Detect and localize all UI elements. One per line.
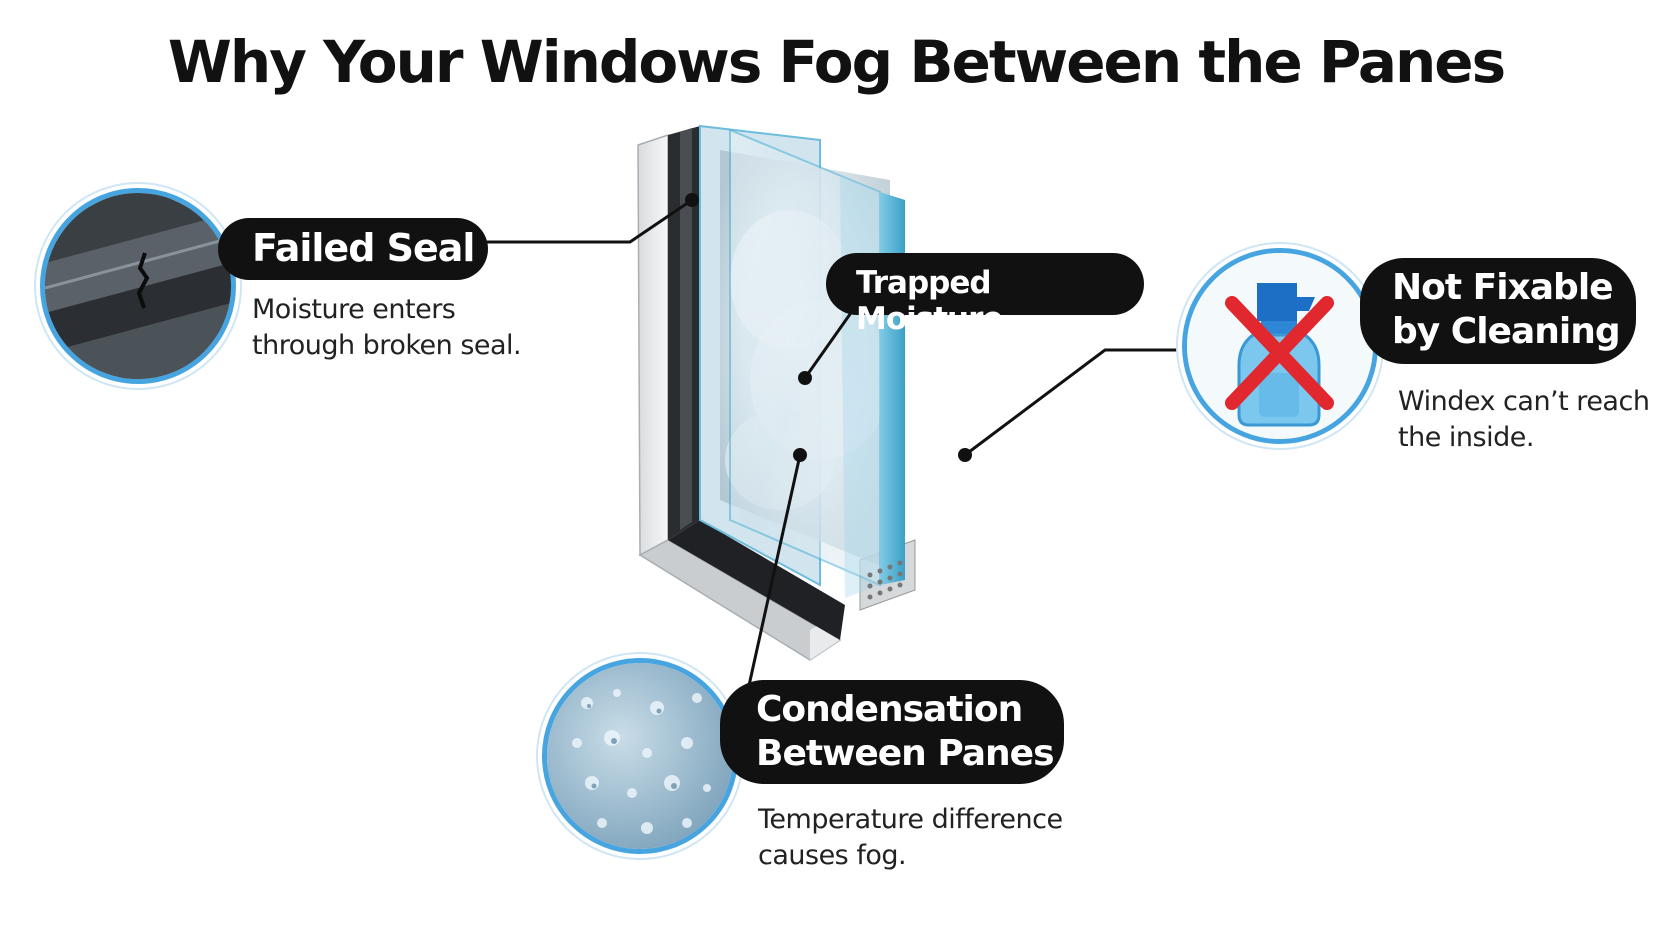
condensation-label-line2: Between Panes	[756, 733, 1055, 774]
failed-seal-label: Failed Seal	[218, 218, 488, 280]
red-x-icon	[1225, 296, 1334, 410]
condensation-desc-line1: Temperature difference	[758, 804, 1063, 835]
not-fixable-image	[1182, 248, 1378, 444]
failed-seal-image	[40, 188, 236, 384]
not-fixable-label: Not Fixable by Cleaning	[1360, 258, 1636, 364]
not-fixable-desc-line2: the inside.	[1398, 422, 1534, 453]
leader-not-fixable	[964, 348, 1182, 457]
leader-dots	[685, 193, 972, 462]
condensation-image	[542, 658, 738, 854]
condensation-desc-line2: causes fog.	[758, 840, 907, 871]
not-fixable-label-line1: Not Fixable	[1392, 267, 1614, 308]
spacer-holes	[867, 560, 903, 600]
leader-failed-seal	[487, 198, 693, 244]
failed-seal-desc-line2: through broken seal.	[252, 330, 522, 361]
trapped-moisture-label: Trapped Moisture	[826, 253, 1144, 337]
front-glass-pane	[729, 128, 905, 598]
not-fixable-label-line2: by Cleaning	[1392, 311, 1621, 352]
not-fixable-desc-line1: Windex can’t reach	[1398, 386, 1650, 417]
cracked-seal-icon	[45, 193, 231, 379]
not-fixable-description: Windex can’t reach the inside.	[1398, 384, 1650, 456]
condensation-description: Temperature difference causes fog.	[758, 802, 1063, 874]
spray-bottle-icon	[1187, 253, 1373, 439]
leader-condensation	[746, 454, 802, 691]
leader-lines	[487, 198, 1182, 691]
failed-seal-description: Moisture enters through broken seal.	[252, 292, 522, 364]
condensation-label-line1: Condensation	[756, 689, 1023, 730]
water-droplets-icon	[547, 663, 733, 849]
page-title: Why Your Windows Fog Between the Panes	[167, 28, 1506, 96]
failed-seal-desc-line1: Moisture enters	[252, 294, 456, 325]
condensation-label: Condensation Between Panes	[720, 680, 1064, 784]
